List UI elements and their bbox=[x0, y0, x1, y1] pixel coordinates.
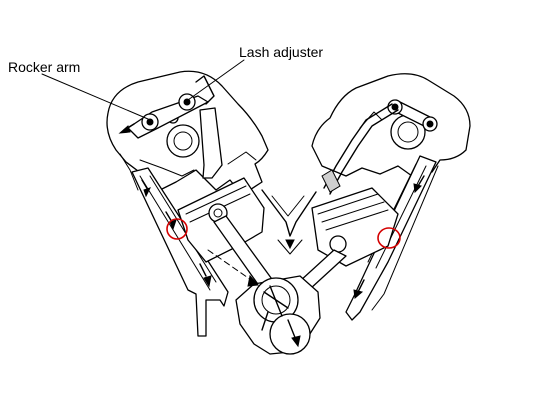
crankshaft bbox=[207, 249, 321, 355]
left-piston bbox=[177, 177, 275, 291]
left-oil-arrows bbox=[118, 123, 135, 134]
lash-adjuster-callout: Lash adjuster bbox=[187, 44, 323, 101]
left-cylinder-head bbox=[106, 70, 269, 196]
rocker-arm-label: Rocker arm bbox=[8, 59, 80, 75]
right-cylinder-head bbox=[311, 73, 471, 195]
left-highlight-circle bbox=[166, 218, 188, 240]
lash-adjuster-label: Lash adjuster bbox=[239, 44, 323, 60]
rocker-arm-callout: Rocker arm bbox=[8, 59, 149, 120]
right-highlight-circle bbox=[377, 227, 401, 249]
center-v-gallery bbox=[261, 189, 317, 255]
